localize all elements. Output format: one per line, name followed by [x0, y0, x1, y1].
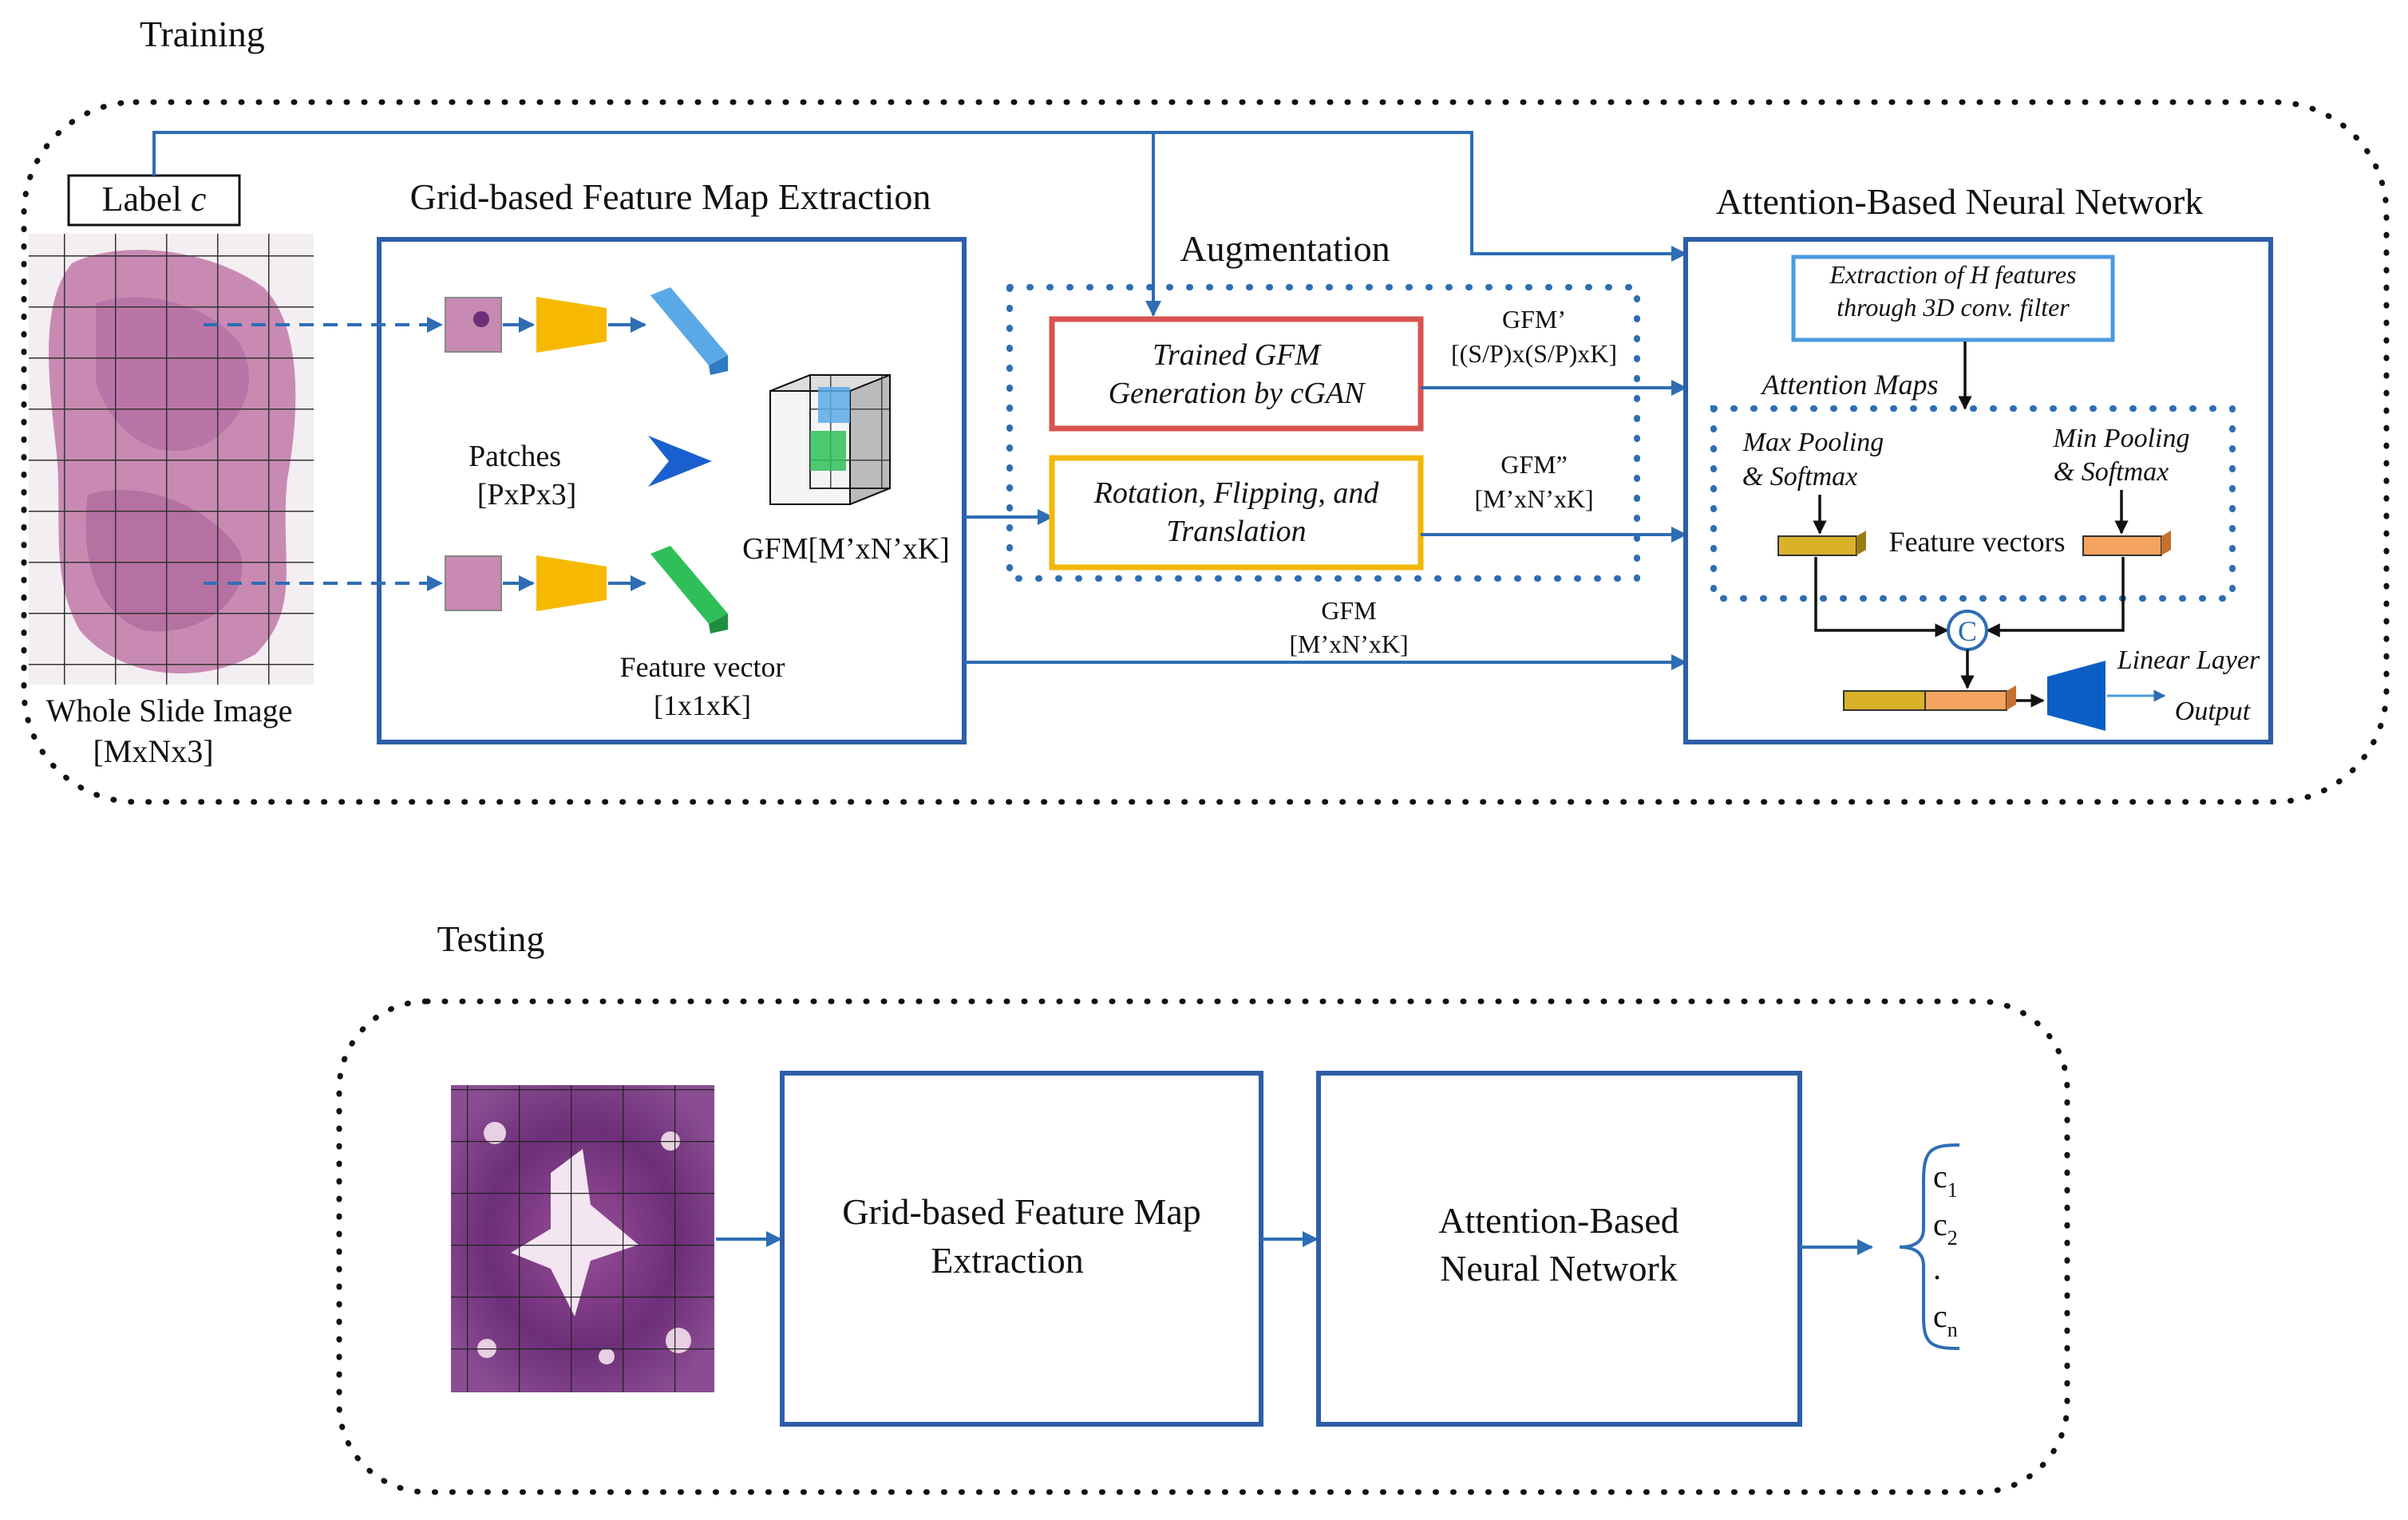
feature-vector-bottom-icon [650, 546, 728, 624]
min-pooling-line1: Min Pooling [2053, 424, 2190, 453]
attention-title: Attention-Based Neural Network [1716, 181, 2204, 222]
gfm-bottom-label: GFM [1321, 596, 1376, 625]
concat-vector-orange [1924, 690, 2007, 711]
concat-vector-yellow [1843, 690, 1926, 711]
patches-label: Patches [469, 440, 561, 473]
feature-vector-top-icon [650, 287, 728, 365]
attention-maps-label: Attention Maps [1761, 369, 1939, 401]
label-to-attention-line [152, 131, 1687, 262]
augmentation-title: Augmentation [1180, 228, 1390, 269]
max-pooling-line2: & Softmax [1742, 462, 1857, 492]
rotation-line1: Rotation, Flipping, and [1093, 476, 1380, 510]
output-class-label: . [1933, 1250, 1941, 1286]
max-feature-vector [1777, 535, 1857, 556]
extraction-line2: through 3D conv. filter [1837, 293, 2070, 322]
max-feature-vector-side [1856, 531, 1866, 555]
feature-vector-top-face [709, 355, 728, 375]
concat-symbol: C [1958, 615, 1977, 647]
patch-thumbnail-top [445, 297, 502, 353]
gfm-bottom-dims: [M’xN’xK] [1289, 630, 1408, 658]
gfm-double-prime-dims: [M’xN’xK] [1474, 484, 1593, 513]
gfm-prime-dims: [(S/P)x(S/P)xK] [1451, 339, 1617, 368]
output-class-label: cn [1933, 1298, 1958, 1341]
testing-section-title: Testing [437, 918, 545, 959]
min-feature-vector-side [2161, 531, 2171, 555]
max-pooling-line1: Max Pooling [1742, 428, 1884, 457]
output-class-label: c2 [1933, 1206, 1958, 1250]
min-to-concat-line [1986, 557, 2125, 638]
extraction-line1: Extraction of H features [1829, 260, 2077, 289]
max-to-concat-line [1814, 557, 1949, 638]
feature-vector-bottom-face [709, 614, 728, 634]
concat-vector-side [2007, 685, 2016, 710]
patch-nucleus-top [473, 311, 489, 327]
test-attention-line1: Attention-Based [1438, 1200, 1679, 1241]
feature-vector-dims: [1x1xK] [654, 689, 751, 721]
gfm-label: GFM[M’xN’xK] [742, 532, 950, 566]
grid-extraction-title: Grid-based Feature Map Extraction [410, 176, 931, 217]
training-frame [21, 99, 2390, 805]
extraction-box [1791, 255, 2115, 342]
test-grid-line2: Extraction [931, 1240, 1084, 1281]
label-box-text: Label c [102, 180, 207, 219]
output-class-label: c1 [1933, 1159, 1958, 1202]
rotation-box [1049, 455, 1424, 570]
encoder-bottom-icon [536, 555, 607, 611]
whole-slide-image [29, 234, 314, 685]
test-attention-line2: Neural Network [1440, 1248, 1678, 1289]
wsi-dims: [MxNx3] [93, 733, 213, 769]
linear-layer-label: Linear Layer [2117, 646, 2260, 675]
testing-frame [336, 998, 2070, 1495]
output-brace [1899, 1143, 1960, 1350]
attention-maps-frame [1710, 405, 2236, 602]
rotation-line2: Translation [1166, 515, 1306, 548]
test-grid-line1: Grid-based Feature Map [842, 1191, 1201, 1232]
feature-vector-label: Feature vector [620, 651, 785, 683]
output-label: Output [2175, 697, 2252, 726]
patches-dims: [PxPx3] [477, 478, 577, 511]
min-feature-vector [2082, 535, 2162, 556]
histology-image [451, 1085, 714, 1392]
wsi-label: Whole Slide Image [46, 693, 293, 728]
test-grid-box [780, 1071, 1263, 1427]
cgan-line1: Trained GFM [1153, 338, 1322, 372]
cgan-box [1049, 316, 1424, 432]
chevron-right-icon [648, 436, 712, 487]
patch-thumbnail-bottom [445, 555, 502, 611]
gfm-double-prime-label: GFM” [1501, 450, 1568, 479]
training-section-title: Training [140, 14, 265, 54]
linear-layer-icon [2047, 661, 2106, 731]
test-attention-box [1316, 1071, 1802, 1427]
gfm-prime-label: GFM’ [1502, 305, 1566, 334]
cgan-line2: Generation by cGAN [1109, 377, 1366, 410]
gfm-cube-icon [769, 373, 891, 506]
encoder-top-icon [536, 297, 607, 353]
feature-vectors-label: Feature vectors [1889, 526, 2066, 558]
min-pooling-line2: & Softmax [2054, 457, 2169, 487]
